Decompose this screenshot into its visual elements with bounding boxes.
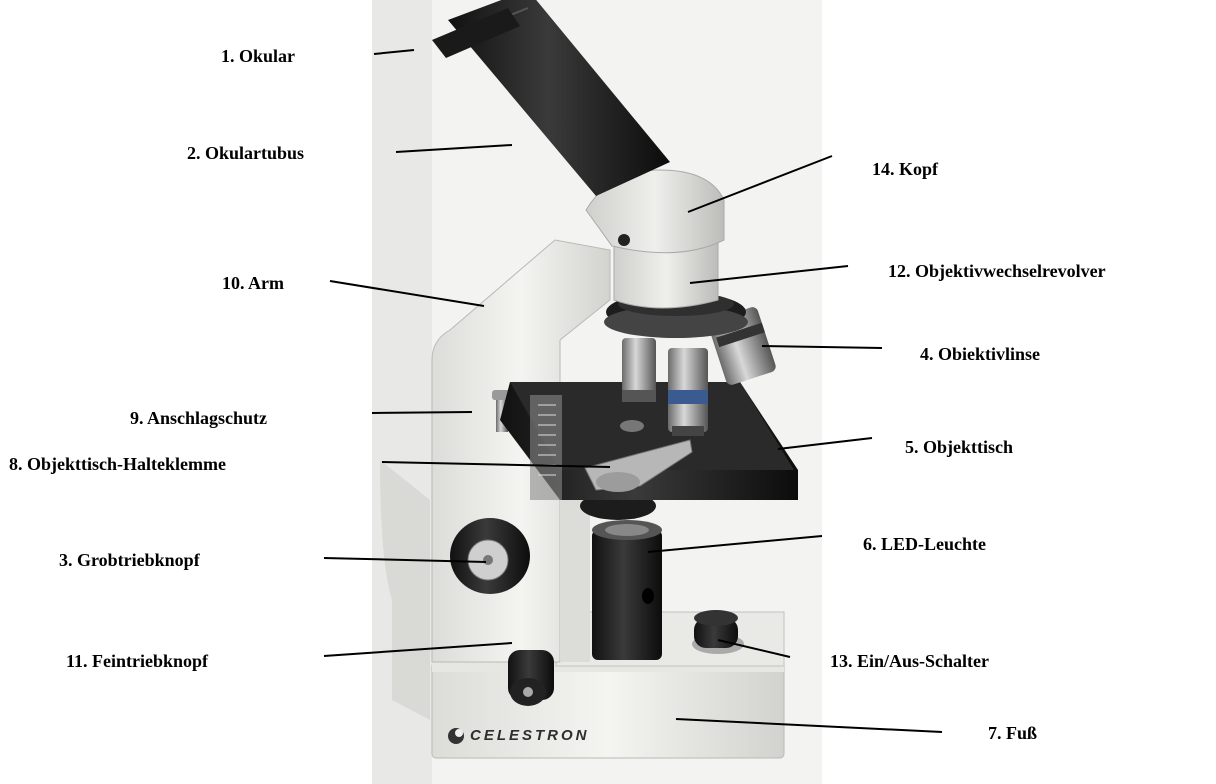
leader-anschlagschutz <box>372 412 472 413</box>
on-off-switch <box>692 610 744 654</box>
label-anschlagschutz: 9. Anschlagschutz <box>130 408 267 428</box>
celestron-brand-text: CELESTRON <box>470 727 590 744</box>
label-feintriebknopf: 11. Feintriebknopf <box>66 651 208 671</box>
label-revolver: 12. Objektivwechselrevolver <box>888 261 1106 281</box>
label-arm: 10. Arm <box>222 273 284 293</box>
label-objektivlinse: 4. Obiektivlinse <box>920 344 1040 364</box>
label-ein-aus-schalter: 13. Ein/Aus-Schalter <box>830 651 989 671</box>
label-led-leuchte: 6. LED-Leuchte <box>863 534 986 554</box>
label-objekttisch: 5. Objekttisch <box>905 437 1013 457</box>
label-fuss: 7. Fuß <box>988 723 1037 743</box>
celestron-logo <box>448 728 464 744</box>
label-grobtriebknopf: 3. Grobtriebknopf <box>59 550 200 570</box>
label-okular: 1. Okular <box>221 46 295 66</box>
label-halteklemme: 8. Objekttisch-Halteklemme <box>9 454 226 474</box>
label-kopf: 14. Kopf <box>872 159 938 179</box>
coarse-focus-knob <box>450 518 530 594</box>
label-okulartubus: 2. Okulartubus <box>187 143 304 163</box>
fine-focus-knob <box>508 650 554 706</box>
